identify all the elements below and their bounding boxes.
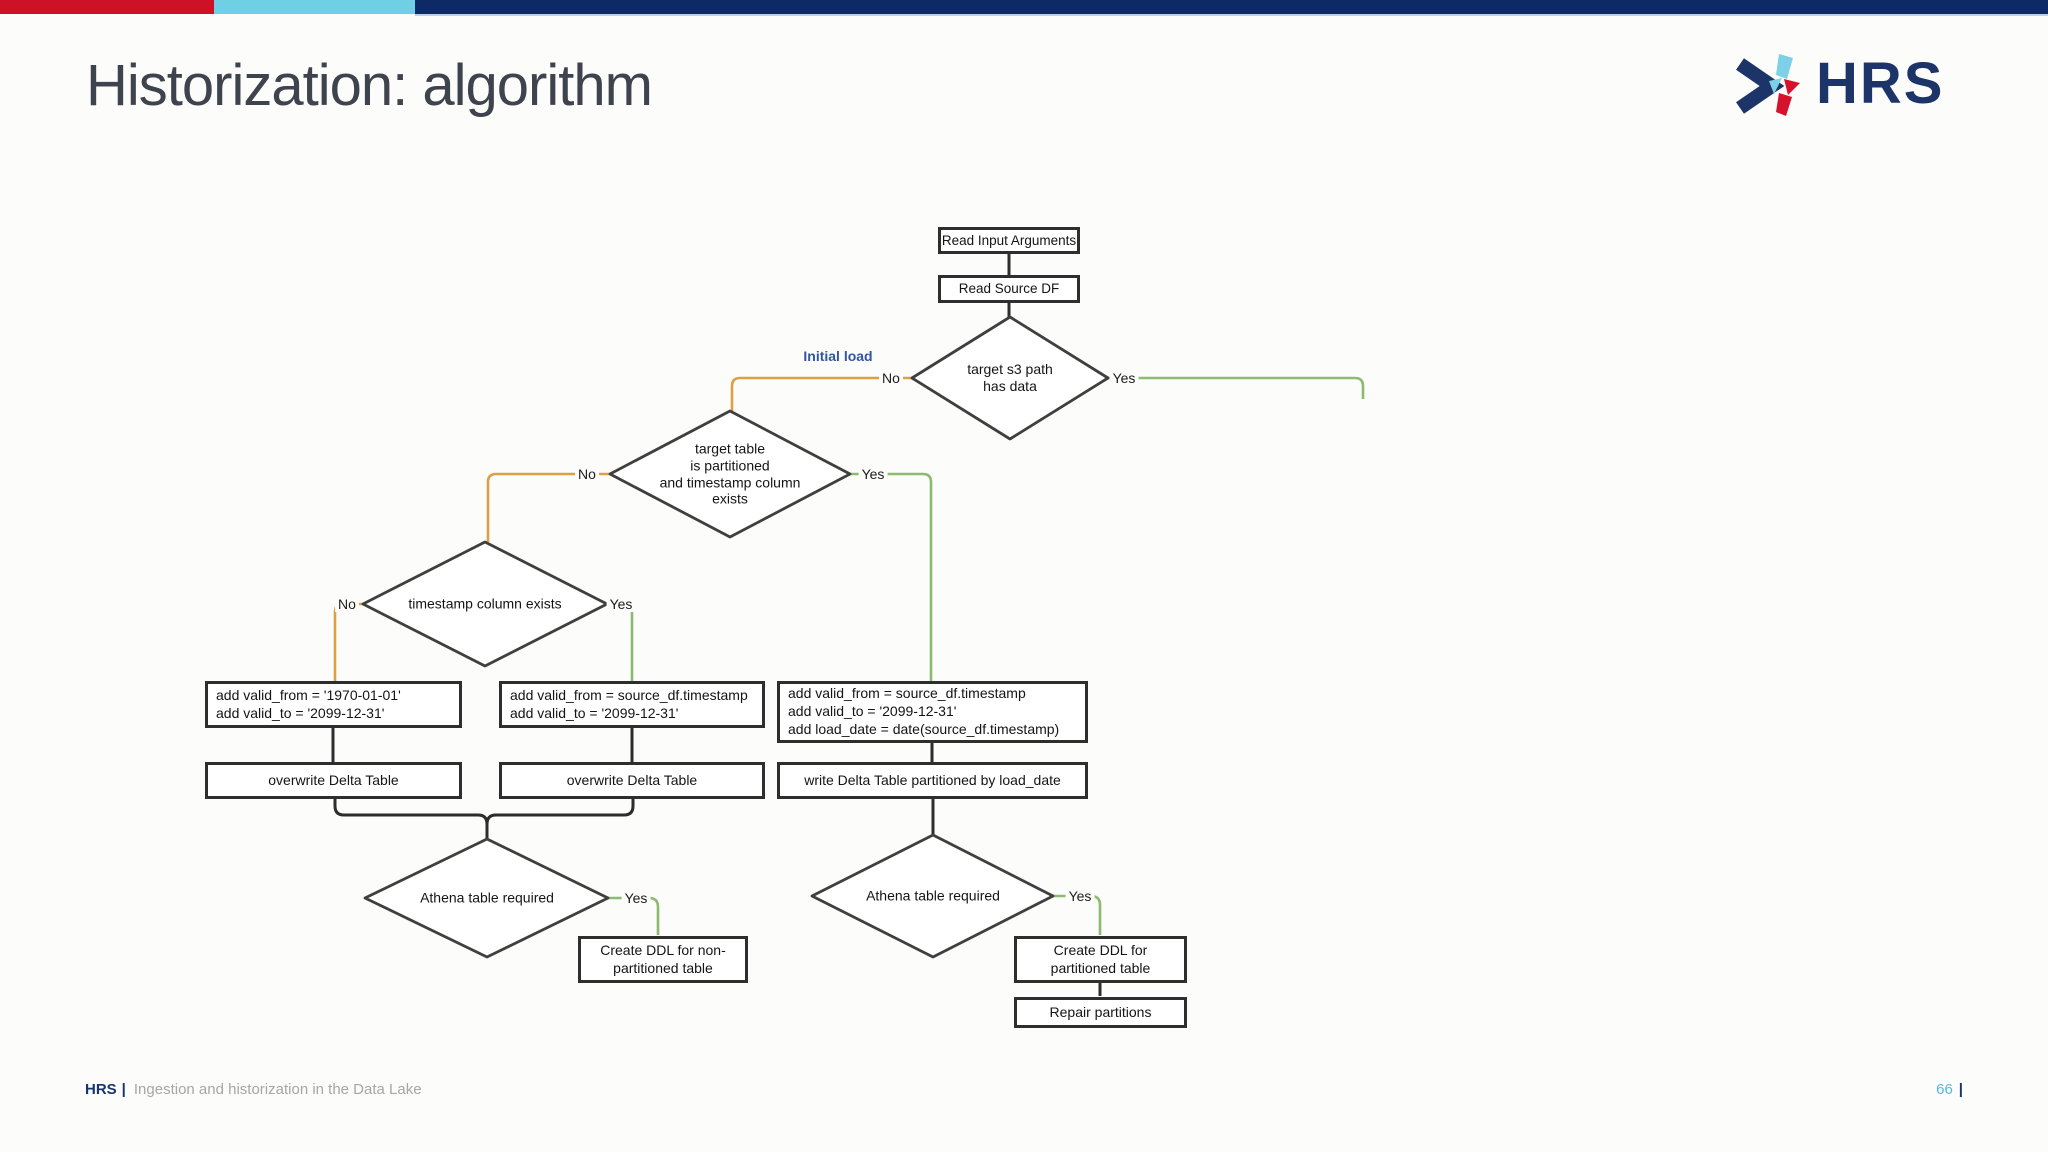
node-add-valid-source: add valid_from = source_df.timestamp add…	[499, 681, 765, 728]
top-bar-navy-segment	[415, 0, 2048, 16]
node-overwrite-delta-left: overwrite Delta Table	[205, 762, 462, 799]
footer-right: 66 |	[1936, 1081, 1963, 1098]
edge-no-not-partitioned	[486, 472, 610, 542]
edge-merge-right	[485, 799, 635, 825]
decision-s3-path-text: target s3 path has data	[967, 361, 1053, 394]
edge-no-timestamp	[333, 602, 363, 681]
hrs-logo-mark-icon	[1736, 54, 1800, 116]
decision-athena-left-text: Athena table required	[420, 889, 554, 906]
label-yes-athena-right: Yes	[1065, 888, 1095, 904]
label-no-partitioned: No	[575, 466, 599, 482]
decision-timestamp-shape	[361, 540, 609, 668]
decision-partitioned-text: target table is partitioned and timestam…	[659, 440, 801, 507]
hrs-logo-text: HRS	[1816, 51, 1945, 116]
decision-timestamp-text: timestamp column exists	[408, 595, 562, 612]
footer-subtitle: Ingestion and historization in the Data …	[133, 1081, 422, 1098]
node-read-input-arguments: Read Input Arguments	[938, 227, 1080, 254]
label-yes-athena-left: Yes	[621, 890, 651, 906]
node-create-ddl-nonpartitioned: Create DDL for non- partitioned table	[578, 936, 748, 983]
logo-cyan-ray-shape	[1776, 54, 1793, 79]
decision-shapes	[361, 315, 1110, 959]
top-accent-bar	[0, 0, 2048, 16]
edge-yes-s3-has-data	[1108, 376, 1365, 399]
node-read-source-df: Read Source DF	[938, 275, 1080, 303]
decision-partitioned-shape	[608, 409, 852, 539]
decision-athena-right-text: Athena table required	[866, 887, 1000, 904]
edge-yes-partitioned	[850, 472, 933, 681]
label-initial-load: Initial load	[803, 348, 873, 364]
node-add-valid-load-date: add valid_from = source_df.timestamp add…	[777, 681, 1088, 743]
page-number: 66	[1936, 1081, 1953, 1098]
logo-cyan-tick-shape	[1769, 78, 1782, 94]
node-write-delta-partitioned: write Delta Table partitioned by load_da…	[777, 762, 1088, 799]
label-yes-timestamp: Yes	[606, 596, 636, 612]
decision-athena-left-shape	[363, 837, 610, 959]
edge-no-initial-load	[730, 376, 912, 411]
node-repair-partitions: Repair partitions	[1014, 997, 1187, 1028]
label-no-timestamp: No	[335, 596, 359, 612]
hrs-logo: HRS	[1736, 48, 1970, 120]
top-bar-red-segment	[0, 0, 214, 14]
node-overwrite-delta-mid: overwrite Delta Table	[499, 762, 765, 799]
top-bar-cyan-segment	[214, 0, 415, 14]
label-yes-s3: Yes	[1109, 370, 1139, 386]
page-number-separator: |	[1958, 1081, 1963, 1098]
no-branches	[333, 376, 912, 681]
footer-left: HRS| Ingestion and historization in the D…	[85, 1081, 422, 1098]
edge-yes-timestamp	[607, 602, 634, 681]
logo-red-ray-shape	[1776, 93, 1792, 116]
label-yes-partitioned: Yes	[858, 466, 888, 482]
footer-brand: HRS	[85, 1081, 117, 1098]
decision-athena-right-shape	[810, 833, 1055, 959]
node-create-ddl-partitioned: Create DDL for partitioned table	[1014, 936, 1187, 983]
node-add-valid-default: add valid_from = '1970-01-01' add valid_…	[205, 681, 462, 728]
label-no-s3: No	[879, 370, 903, 386]
edge-merge-left	[333, 799, 489, 839]
logo-red-notch-shape	[1784, 79, 1800, 95]
decision-s3-path-shape	[910, 315, 1110, 441]
dark-connectors	[331, 254, 1102, 996]
footer-separator: |	[121, 1081, 126, 1098]
page-title: Historization: algorithm	[86, 53, 653, 118]
